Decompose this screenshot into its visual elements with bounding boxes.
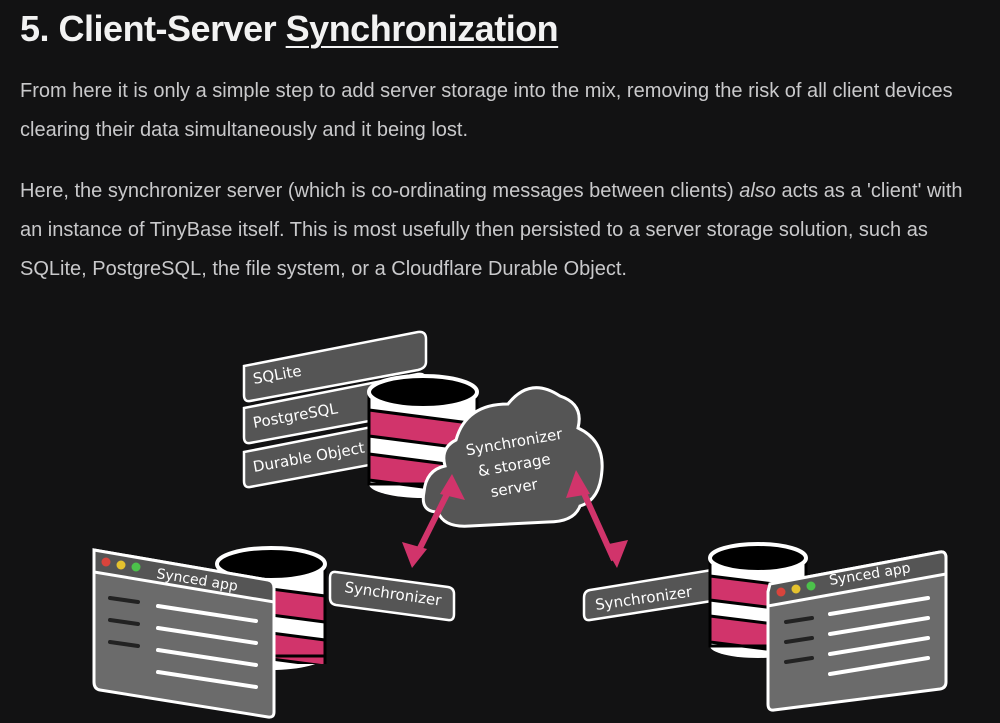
detail-emphasis: also bbox=[739, 180, 776, 202]
right-app-content-lines bbox=[784, 596, 930, 676]
detail-text-after: acts as a 'client' with an instance of T… bbox=[20, 180, 963, 280]
right-client: Synchronizer Synced app bbox=[582, 542, 948, 712]
left-client: Synchronizer Synced app bbox=[92, 546, 456, 719]
left-app-window: Synced app bbox=[92, 548, 276, 719]
detail-text-before: Here, the synchronizer server (which is … bbox=[20, 180, 740, 202]
section-heading: 5. Client-Server Synchronization bbox=[20, 8, 559, 50]
storage-option-sqlite: SQLite bbox=[242, 330, 428, 403]
right-window-close-dot bbox=[776, 587, 786, 597]
server-cloud: Synchronizer & storage server bbox=[421, 386, 604, 528]
section-number: 5. bbox=[20, 8, 50, 49]
right-window-minimize-dot bbox=[791, 584, 801, 594]
detail-paragraph: Here, the synchronizer server (which is … bbox=[20, 172, 985, 289]
sync-arrow-left bbox=[402, 474, 465, 568]
right-window-maximize-dot bbox=[806, 581, 816, 591]
left-window-minimize-dot bbox=[116, 560, 126, 570]
left-app-content-lines bbox=[108, 596, 258, 689]
left-synchronizer: Synchronizer bbox=[328, 570, 456, 622]
left-window-close-dot bbox=[101, 557, 111, 567]
left-window-maximize-dot bbox=[131, 562, 141, 572]
section-title-prefix: Client-Server bbox=[58, 8, 277, 49]
section-title-link[interactable]: Synchronization bbox=[285, 8, 559, 49]
right-synchronizer: Synchronizer bbox=[582, 568, 720, 622]
intro-paragraph: From here it is only a simple step to ad… bbox=[20, 80, 953, 141]
sync-arrow-right bbox=[566, 470, 628, 568]
